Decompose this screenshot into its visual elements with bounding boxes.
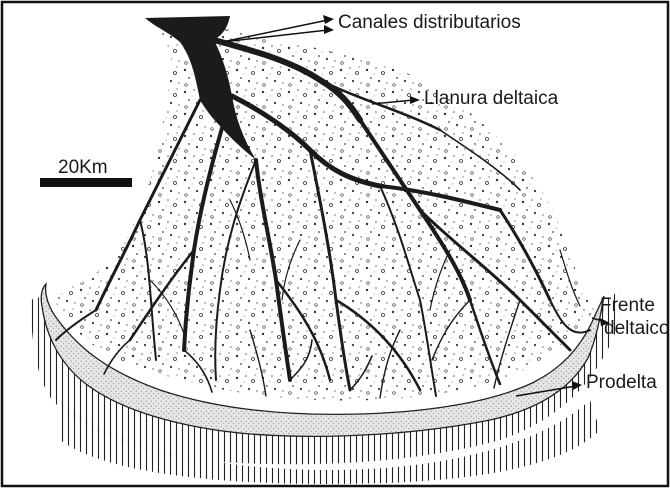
label-llanura-deltaica: Llanura deltaica — [424, 89, 558, 109]
label-frente-line1: Frente — [600, 296, 655, 316]
scale-label: 20Km — [58, 158, 108, 178]
scale-bar — [40, 178, 132, 187]
label-prodelta: Prodelta — [586, 373, 657, 393]
label-frente-line2: deltaico — [604, 319, 668, 339]
label-canales-distributarios: Canales distributarios — [338, 13, 521, 33]
